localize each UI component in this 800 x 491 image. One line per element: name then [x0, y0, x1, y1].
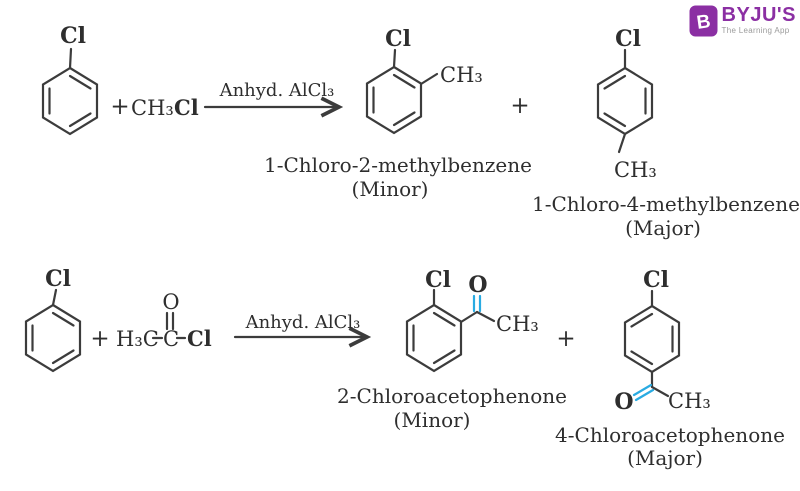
chlorine-label: Cl: [60, 23, 86, 49]
methyl-group-label: CH₃: [614, 158, 657, 182]
carbonyl-double-bond: [634, 388, 655, 402]
chlorine-label: Cl: [45, 266, 71, 292]
methyl-group-label: CH₃: [496, 312, 539, 336]
carbonyl-double-bond: [632, 383, 653, 397]
plus-sign: +: [510, 93, 529, 119]
benzene-ring-reactant-2: [24, 303, 82, 373]
benzene-ring-ortho-product-2: [405, 303, 463, 373]
methyl-group-label: CH₃: [668, 389, 711, 413]
benzene-ring-para-product-2: [623, 304, 681, 374]
oxygen-label: O: [162, 290, 179, 314]
logo-tagline: The Learning App: [721, 26, 790, 35]
logo-brand-text: BYJU'S: [721, 4, 796, 26]
abundance-label: (Minor): [394, 408, 471, 432]
abundance-label: (Minor): [352, 177, 429, 201]
plus-sign: +: [90, 326, 109, 352]
catalyst-label: Anhyd. AlCl₃: [245, 312, 361, 333]
icon-letter: B: [695, 11, 712, 34]
plus-sign: +: [556, 326, 575, 352]
catalyst-label: Anhyd. AlCl₃: [219, 80, 335, 101]
oxygen-label: O: [468, 272, 487, 298]
plus-sign: +: [110, 94, 129, 120]
methyl-bond: [650, 385, 670, 398]
acyl-bond: [459, 310, 479, 324]
chlorine-label: Cl: [187, 326, 212, 351]
methyl-group-label: CH₃: [440, 63, 483, 87]
chlorine-label: Cl: [174, 95, 199, 120]
carbonyl-carbon-label: C: [163, 327, 179, 351]
methyl-bond: [419, 72, 439, 86]
chlorine-label: Cl: [615, 26, 641, 52]
benzene-ring-reactant-1: [41, 66, 99, 136]
methyl-bond: [475, 310, 496, 323]
byjus-logo: B BYJU'S The Learning App: [689, 5, 796, 37]
benzene-ring-para-product-1: [596, 66, 654, 136]
chlorine-label: Cl: [425, 267, 451, 293]
product-name: 2-Chloroacetophenone: [337, 384, 567, 408]
methyl-bond: [617, 132, 627, 154]
byjus-b-icon: B: [689, 5, 718, 37]
benzene-ring-ortho-product-1: [365, 65, 423, 135]
chlorine-label: Cl: [385, 26, 411, 52]
abundance-label: (Major): [627, 446, 703, 470]
product-name: 1-Chloro-2-methylbenzene: [264, 153, 532, 177]
cl-bond: [68, 47, 73, 70]
cl-bond: [392, 48, 397, 69]
cl-bond: [51, 288, 58, 307]
product-name: 1-Chloro-4-methylbenzene: [532, 192, 800, 216]
methyl-group-label: CH₃: [131, 96, 174, 120]
oxygen-label: O: [614, 389, 633, 415]
abundance-label: (Major): [625, 216, 701, 240]
methyl-group-label: H₃C: [116, 327, 159, 351]
product-name: 4-Chloroacetophenone: [555, 423, 785, 447]
chlorine-label: Cl: [643, 267, 669, 293]
